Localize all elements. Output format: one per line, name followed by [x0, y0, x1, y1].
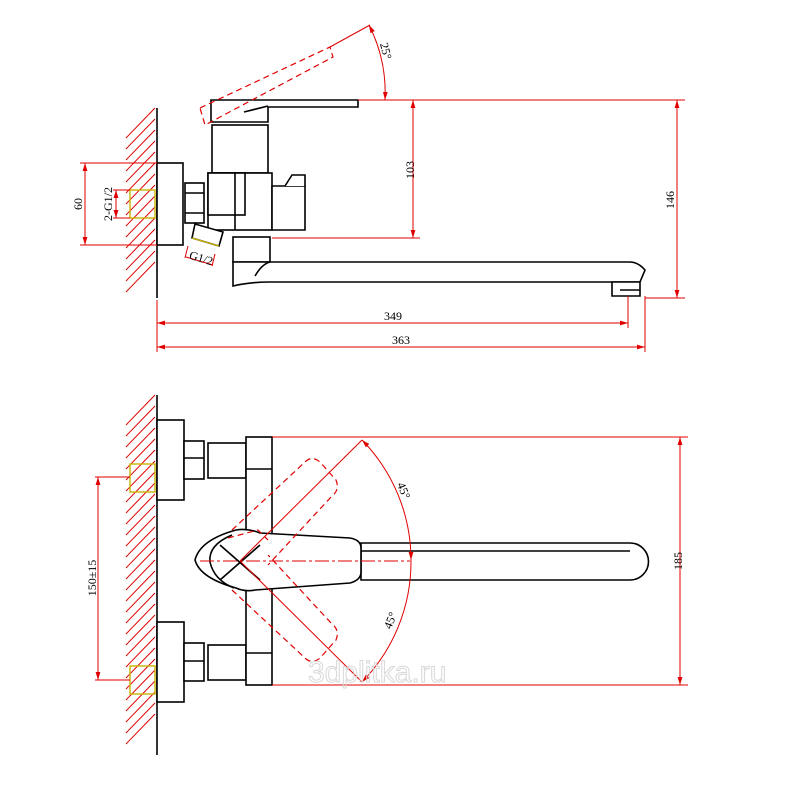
hatch-line: [125, 691, 156, 723]
hatch-line: [125, 206, 156, 238]
bottom-lever-rotated-positions: [200, 439, 412, 683]
hatch-line: [125, 107, 156, 139]
hatch-line: [125, 173, 156, 205]
hatch-line: [125, 151, 156, 183]
hatch-line: [125, 217, 156, 249]
dim-185: 185: [671, 552, 685, 570]
dim-g1-2: G1/2: [188, 248, 215, 268]
hatch-line: [125, 669, 156, 701]
bottom-faucet-outline: [129, 419, 650, 703]
hatch-line: [125, 460, 156, 492]
hatch-line: [125, 228, 156, 260]
hatch-line: [125, 515, 156, 547]
hatch-line: [125, 129, 156, 161]
hatch-line: [125, 636, 156, 668]
watermark: 3dplitka.ru: [308, 656, 446, 689]
hatch-line: [125, 394, 156, 426]
hatch-line: [125, 658, 156, 690]
dim-146: 146: [663, 191, 677, 209]
hatch-line: [125, 570, 156, 602]
dim-60: 60: [71, 198, 85, 210]
hatch-line: [125, 537, 156, 569]
hatch-line: [125, 162, 156, 194]
dim-150-15: 150±15: [85, 560, 99, 597]
hatch-line: [125, 581, 156, 613]
top-faucet-outline: [129, 99, 646, 297]
hatch-line: [125, 195, 156, 227]
bottom-dimensions: [95, 436, 688, 686]
dim-349: 349: [384, 309, 402, 323]
hatch-line: [125, 416, 156, 448]
hatch-line: [125, 592, 156, 624]
angle-45-down: 45°: [381, 610, 400, 631]
angle-45-up: 45°: [394, 480, 413, 501]
hatch-line: [125, 471, 156, 503]
hatch-line: [125, 140, 156, 172]
hatch-line: [125, 504, 156, 536]
hatch-line: [125, 625, 156, 657]
hatch-line: [125, 614, 156, 646]
hatch-line: [125, 603, 156, 635]
hatch-line: [125, 118, 156, 150]
top-dimensions: [80, 24, 685, 352]
hatch-line: [125, 250, 156, 282]
angle-25: 25°: [377, 41, 395, 61]
dim-103: 103: [403, 161, 417, 179]
hatch-line: [125, 482, 156, 514]
dim-363: 363: [392, 333, 410, 347]
hatch-line: [125, 261, 156, 293]
bottom-wall: [125, 394, 156, 745]
hatch-line: [125, 449, 156, 481]
hatch-line: [125, 702, 156, 734]
dim-2-g1-2: 2-G1/2: [101, 187, 115, 221]
hatch-line: [125, 548, 156, 580]
hatch-line: [125, 427, 156, 459]
hatch-line: [125, 526, 156, 558]
hatch-line: [125, 713, 156, 745]
hatch-line: [125, 647, 156, 679]
hatch-line: [125, 493, 156, 525]
hatch-line: [125, 559, 156, 591]
hatch-line: [125, 405, 156, 437]
top-lever-rotated-25: [199, 46, 334, 126]
hatch-line: [125, 680, 156, 712]
